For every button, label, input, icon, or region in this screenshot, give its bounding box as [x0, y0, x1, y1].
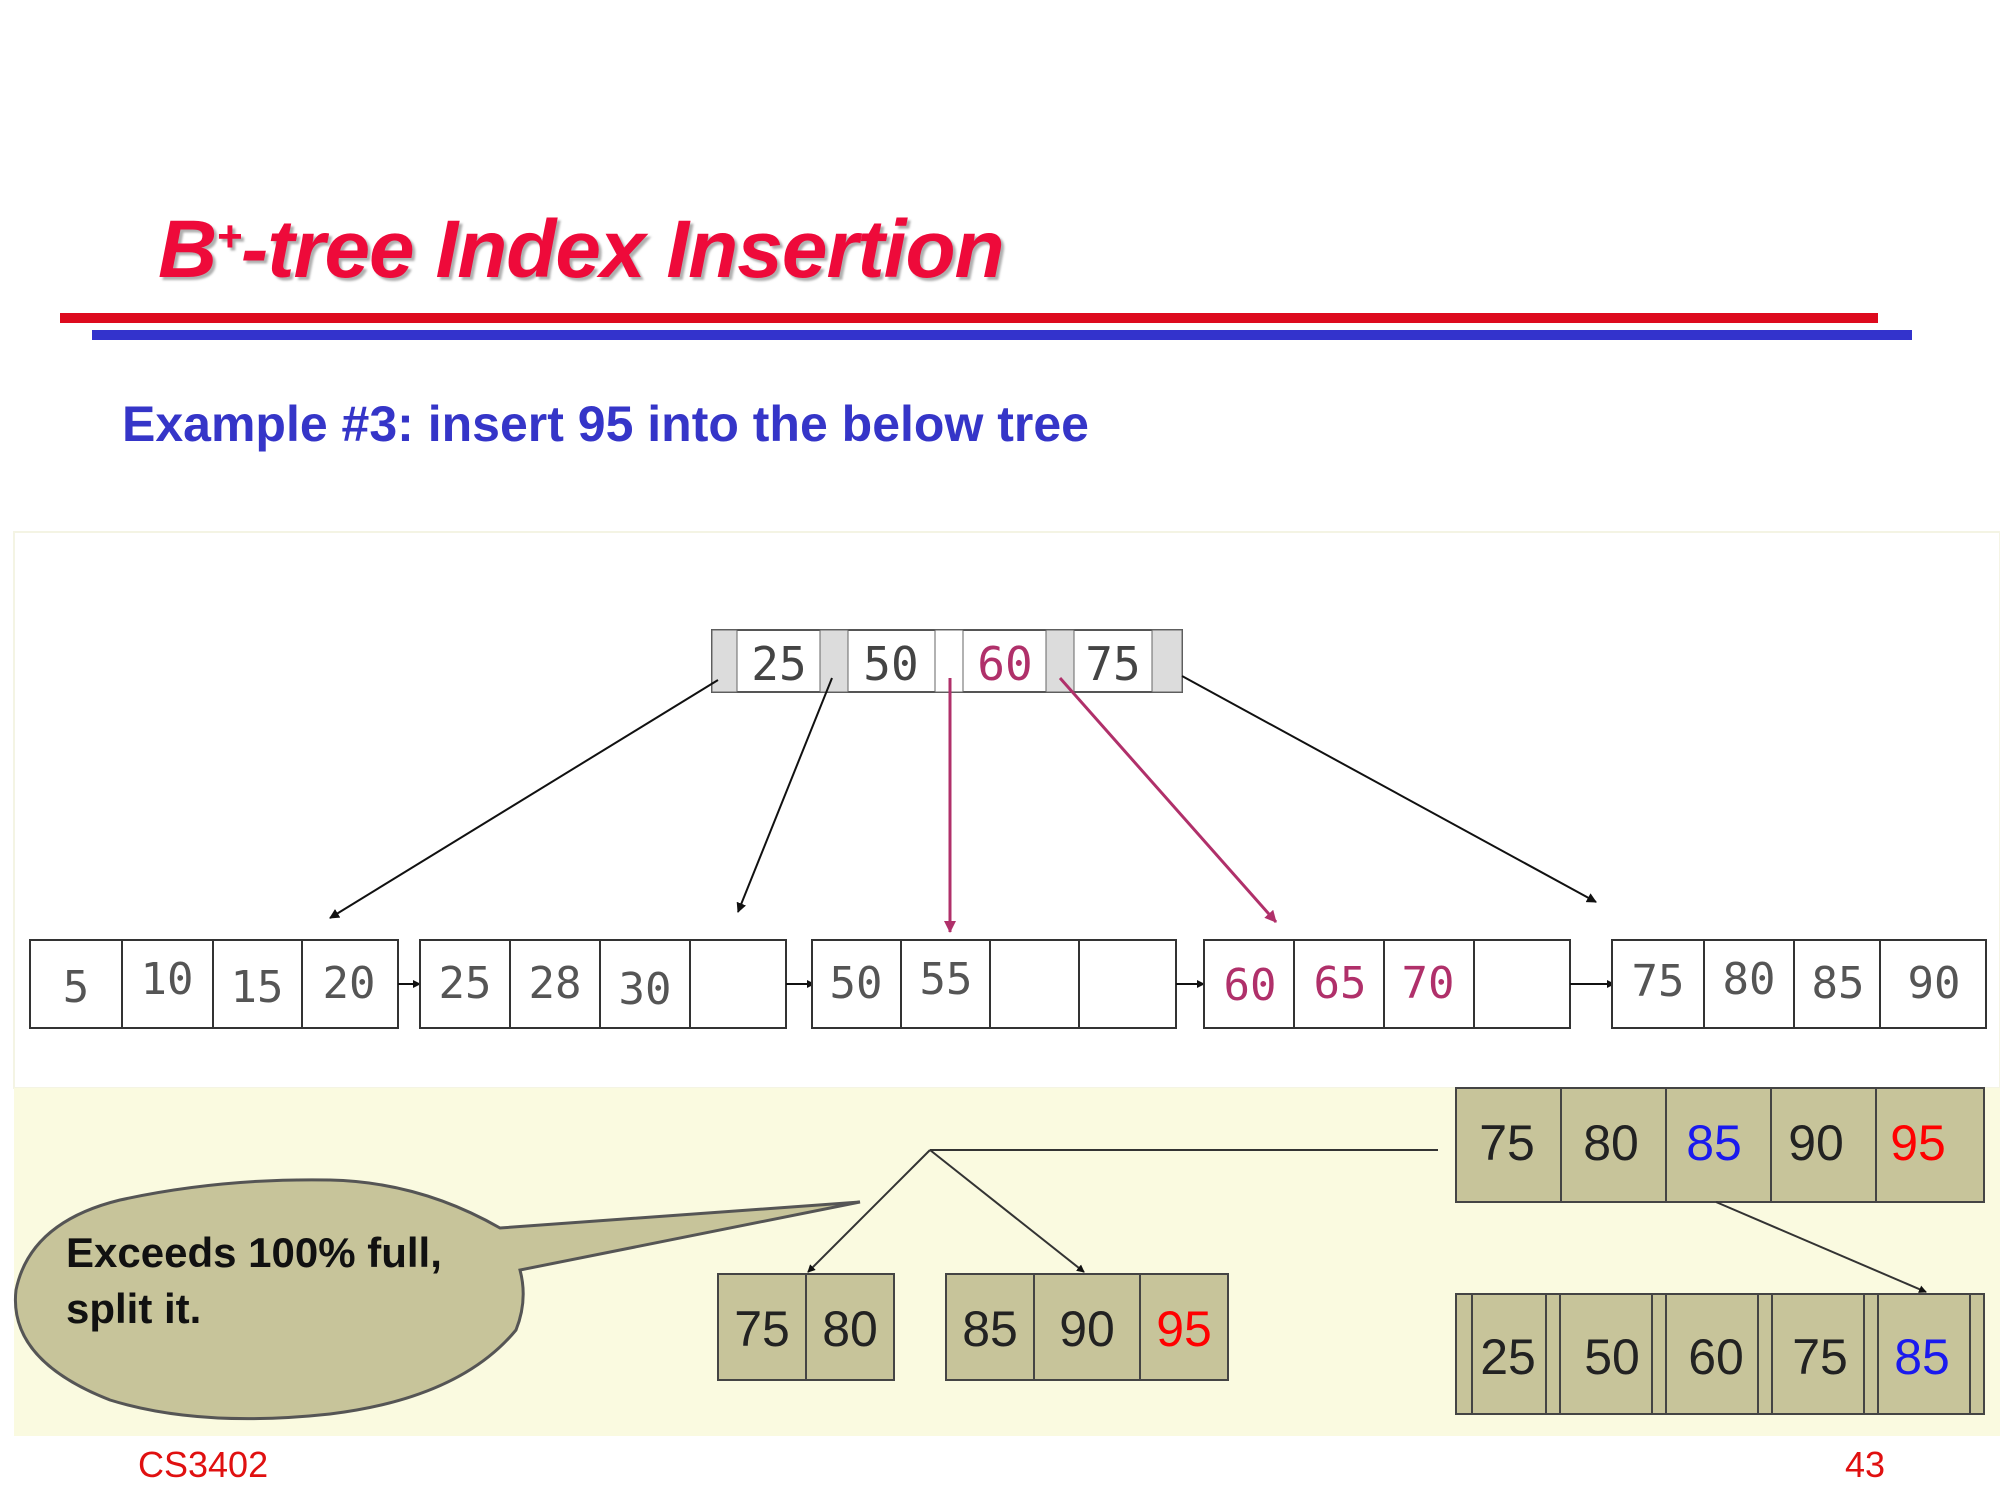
root-key: 50	[863, 637, 918, 691]
split-key: 90	[1059, 1301, 1115, 1357]
new-root-node: 25 50 60 75 85	[1455, 1293, 1985, 1415]
root-pointer-slot	[1151, 629, 1183, 693]
split-arrow-left	[807, 1149, 931, 1273]
callout-text: Exceeds 100% full, split it.	[66, 1225, 442, 1337]
split-key: 85	[962, 1301, 1018, 1357]
callout-line-1: Exceeds 100% full,	[66, 1229, 442, 1276]
leaf-key: 60	[1224, 960, 1277, 1011]
leaf-key: 55	[920, 954, 973, 1005]
leaf-key: 28	[529, 958, 582, 1009]
footer-course-code: CS3402	[138, 1444, 269, 1485]
new-root-key-promoted: 85	[1894, 1329, 1950, 1385]
overfull-key-promoted: 85	[1686, 1115, 1742, 1171]
leaf-key: 30	[619, 964, 672, 1015]
leaf-node: 50 55	[811, 939, 1177, 1029]
title-superscript: +	[216, 212, 242, 261]
split-key: 80	[822, 1301, 878, 1357]
overfull-node: 75 80 85 90 95	[1455, 1087, 1985, 1203]
leaf-key: 5	[63, 962, 90, 1013]
leaf-key: 20	[323, 958, 376, 1009]
split-arrow-right	[929, 1149, 1085, 1273]
new-root-key: 25	[1480, 1329, 1536, 1385]
callout-bubble	[13, 1178, 861, 1421]
leaf-key: 65	[1314, 958, 1367, 1009]
split-left-node: 75 80	[717, 1273, 895, 1381]
root-pointer-arrow	[1181, 675, 1597, 903]
leaf-node: 25 28 30	[419, 939, 787, 1029]
leaf-key: 90	[1908, 958, 1961, 1009]
root-pointer-slot	[819, 629, 849, 693]
title-main: B	[158, 204, 217, 295]
overfull-key: 80	[1583, 1115, 1639, 1171]
new-root-key: 60	[1688, 1329, 1744, 1385]
promote-arrow	[1715, 1201, 1927, 1293]
root-pointer-arrow-highlighted	[1058, 677, 1278, 923]
title-rule-red	[60, 313, 1878, 323]
leaf-key: 80	[1723, 954, 1776, 1005]
overfull-key: 75	[1479, 1115, 1535, 1171]
callout-line-2: split it.	[66, 1285, 202, 1332]
root-pointer-arrow	[736, 677, 833, 913]
split-key: 75	[734, 1301, 790, 1357]
overfull-key: 90	[1788, 1115, 1844, 1171]
leaf-key: 15	[231, 962, 284, 1013]
leaf-node: 75 80 85 90	[1611, 939, 1987, 1029]
root-key: 25	[751, 637, 806, 691]
root-key-highlighted: 60	[977, 637, 1032, 691]
leaf-key: 25	[439, 958, 492, 1009]
leaf-key: 70	[1402, 958, 1455, 1009]
slide-subtitle: Example #3: insert 95 into the below tre…	[122, 396, 1089, 452]
root-key: 75	[1085, 637, 1140, 691]
new-root-key: 75	[1792, 1329, 1848, 1385]
title-rule-blue	[92, 330, 1912, 340]
leaf-node: 5 10 15 20	[29, 939, 399, 1029]
title-rest: -tree Index Insertion	[240, 204, 1005, 295]
footer-page-number: 43	[1844, 1444, 1885, 1485]
new-root-key: 50	[1584, 1329, 1640, 1385]
leaf-key: 10	[141, 954, 194, 1005]
leaf-key: 50	[830, 958, 883, 1009]
leaf-key: 85	[1812, 958, 1865, 1009]
overfull-key-new: 95	[1890, 1115, 1946, 1171]
root-pointer-arrow	[329, 679, 719, 919]
split-right-node: 85 90 95	[945, 1273, 1229, 1381]
root-pointer-slot	[711, 629, 738, 693]
root-node: 25 50 60 75	[711, 629, 1183, 693]
leaf-key: 75	[1632, 956, 1685, 1007]
split-key-new: 95	[1156, 1301, 1212, 1357]
leaf-node-highlighted: 60 65 70	[1203, 939, 1571, 1029]
root-pointer-slot	[1045, 629, 1075, 693]
slide-title: B+-tree Index Insertion	[158, 204, 1005, 295]
